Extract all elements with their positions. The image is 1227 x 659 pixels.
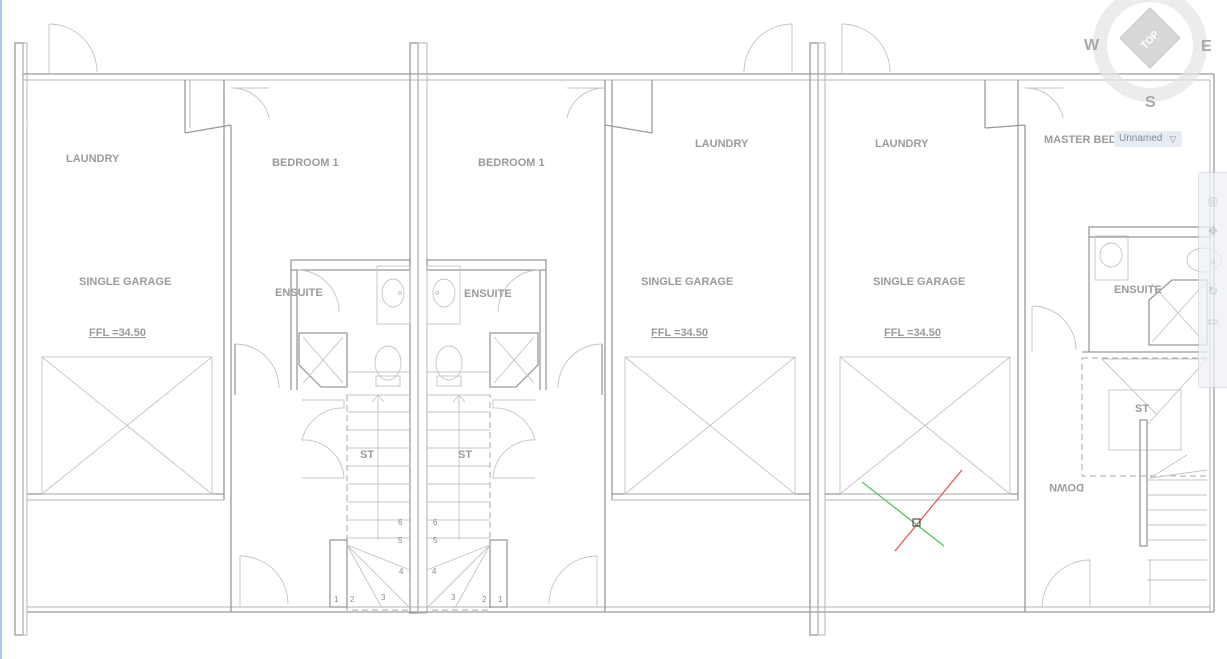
- label-bedroom-1a: BEDROOM 1: [272, 157, 339, 169]
- label-ffl-2: FFL =34.50: [651, 327, 708, 339]
- svg-text:3: 3: [381, 593, 386, 602]
- label-master-bedroom: MASTER BEDRO: [1044, 134, 1134, 146]
- label-garage-2: SINGLE GARAGE: [641, 276, 733, 288]
- label-laundry-1: LAUNDRY: [66, 153, 120, 165]
- compass-east[interactable]: E: [1201, 38, 1212, 55]
- unit-2: [426, 23, 810, 612]
- ucs-icon: [861, 469, 963, 552]
- unit-1: [27, 23, 411, 612]
- label-garage-3: SINGLE GARAGE: [873, 276, 965, 288]
- svg-text:6: 6: [398, 518, 403, 527]
- steering-wheel-icon[interactable]: ◎: [1207, 194, 1219, 208]
- label-ffl-3: FFL =34.50: [884, 327, 941, 339]
- viewcube-top-face[interactable]: [1119, 7, 1181, 69]
- label-stair-2: ST: [458, 449, 472, 461]
- showmotion-icon[interactable]: ▭: [1207, 314, 1219, 328]
- label-stair-3: ST: [1135, 403, 1149, 415]
- zoom-icon[interactable]: ⌕: [1209, 254, 1217, 268]
- compass-south[interactable]: S: [1145, 94, 1156, 111]
- unit-3: [825, 23, 1222, 612]
- label-down: DOWN: [1049, 481, 1084, 493]
- label-ffl-1: FFL =34.50: [89, 327, 146, 339]
- label-laundry-2: LAUNDRY: [695, 138, 749, 150]
- svg-text:6: 6: [433, 518, 438, 527]
- room-labels: LAUNDRY BEDROOM 1 BEDROOM 1 LAUNDRY LAUN…: [66, 134, 1162, 493]
- label-ensuite-1: ENSUITE: [275, 287, 323, 299]
- viewcube[interactable]: TOP W E S: [1084, 0, 1212, 111]
- svg-text:1: 1: [498, 595, 503, 604]
- navigation-bar[interactable]: ◎ ✥ ⌕ ↻ ▭: [1198, 172, 1227, 388]
- outer-walls: [14, 42, 1215, 636]
- svg-text:4: 4: [432, 567, 437, 576]
- svg-text:2: 2: [350, 595, 355, 604]
- svg-text:2: 2: [482, 595, 487, 604]
- named-view-value: Unnamed: [1119, 133, 1163, 144]
- pan-icon[interactable]: ✥: [1207, 224, 1219, 238]
- svg-text:5: 5: [433, 536, 438, 545]
- label-stair-1: ST: [360, 449, 374, 461]
- compass-west[interactable]: W: [1084, 37, 1100, 54]
- stair-numbers-left: 6 5 4 3 2 1: [334, 518, 404, 604]
- svg-text:4: 4: [399, 567, 404, 576]
- named-view-dropdown[interactable]: Unnamed ▽: [1114, 131, 1183, 147]
- label-ensuite-3: ENSUITE: [1114, 284, 1162, 296]
- stair-numbers-right: 6 5 4 3 2 1: [432, 518, 503, 604]
- svg-text:3: 3: [451, 593, 456, 602]
- chevron-down-icon: ▽: [1169, 134, 1177, 144]
- orbit-icon[interactable]: ↻: [1207, 284, 1219, 298]
- svg-text:1: 1: [334, 595, 339, 604]
- label-ensuite-2: ENSUITE: [464, 288, 512, 300]
- svg-text:5: 5: [398, 536, 403, 545]
- label-garage-1: SINGLE GARAGE: [79, 276, 171, 288]
- label-laundry-3: LAUNDRY: [875, 138, 929, 150]
- label-bedroom-1b: BEDROOM 1: [478, 157, 545, 169]
